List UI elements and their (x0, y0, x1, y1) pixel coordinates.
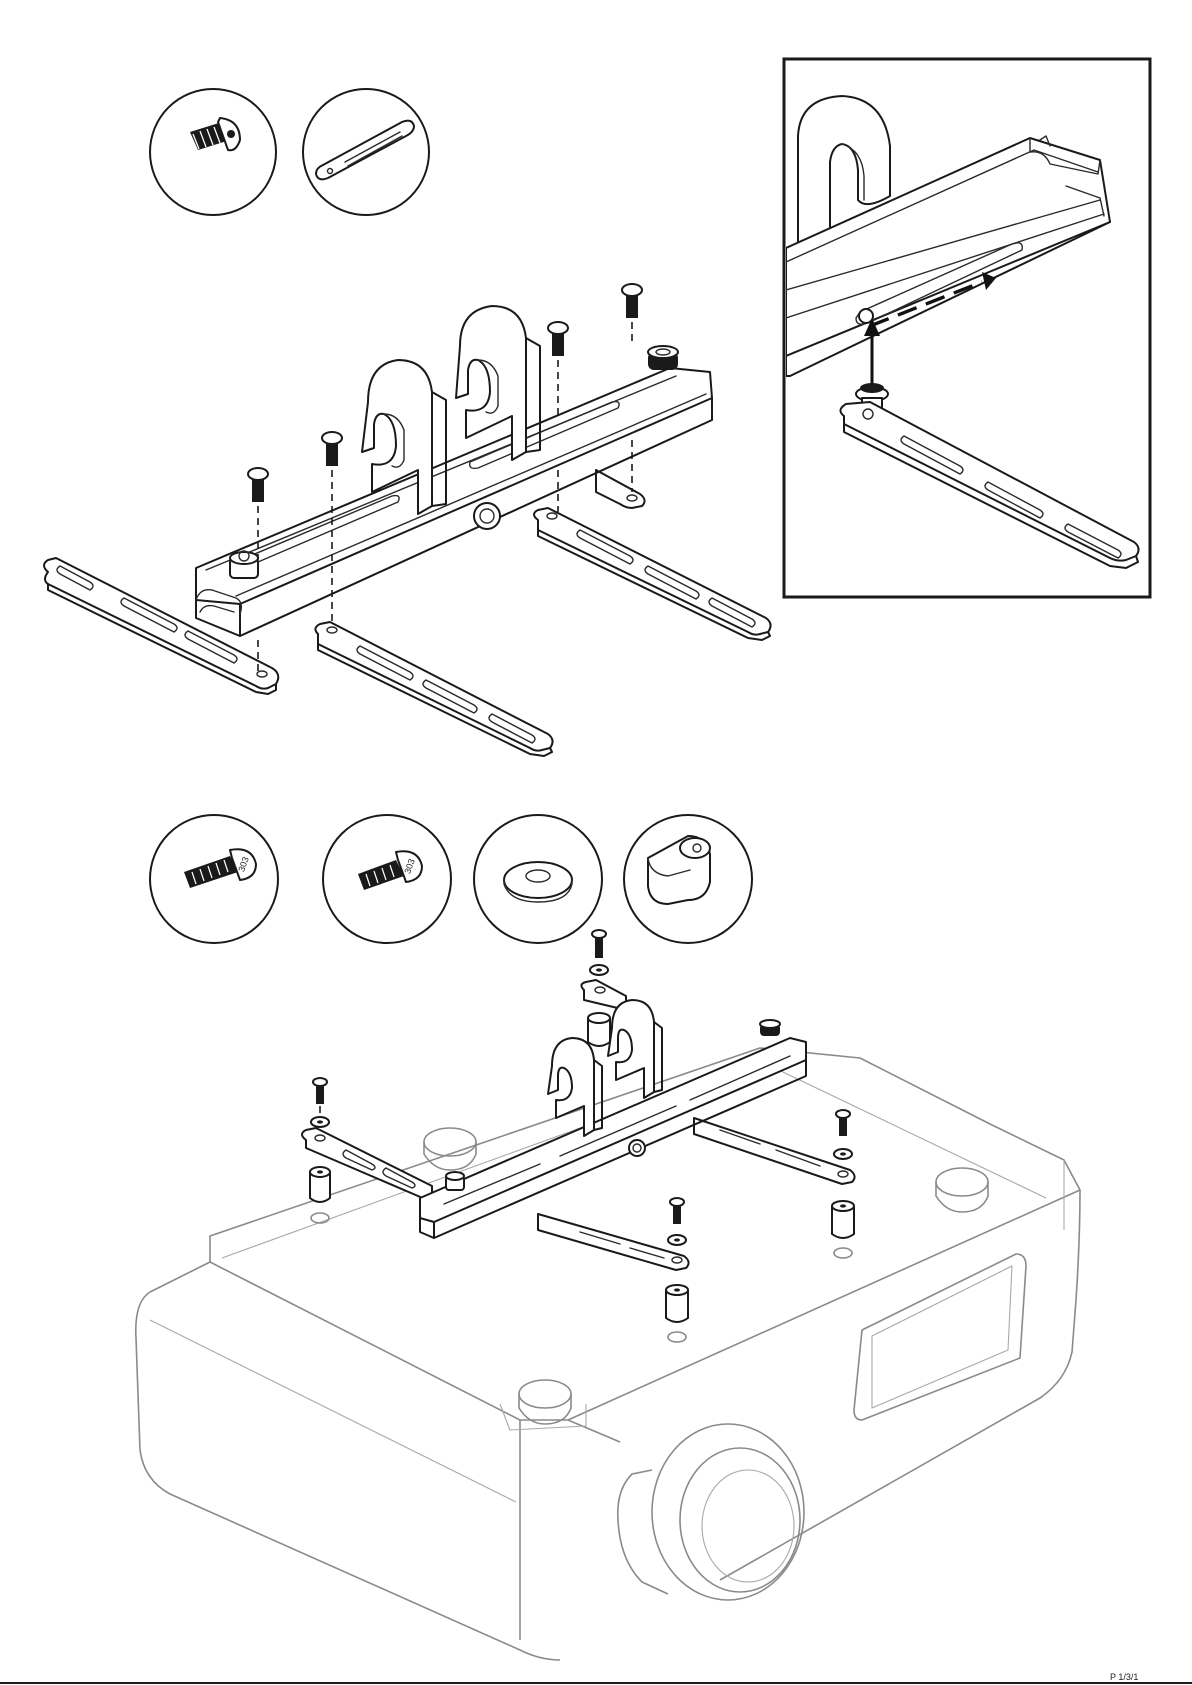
step1-parts (150, 89, 429, 215)
step2-assembly (136, 930, 1080, 1660)
socket-head-bolt-icon (190, 118, 240, 150)
part-callout-arm (303, 89, 429, 215)
flat-washer-icon (504, 862, 572, 902)
corner-text: P 1/3/1 (1110, 1672, 1138, 1682)
spacer-2 (666, 1285, 688, 1322)
step2-hook-left (548, 1038, 602, 1136)
spacer-3 (832, 1201, 854, 1238)
projector-foot-rear-left (424, 1128, 476, 1170)
projector-mount-hole-1 (311, 1213, 329, 1223)
footer: P 1/3/1 (0, 1672, 1192, 1683)
part-callout-washer (474, 815, 602, 943)
part-callout-screw-long: 303 (150, 815, 278, 943)
step2-screw-2 (668, 1198, 686, 1245)
step2-screw-4 (590, 930, 608, 975)
spacer-4 (588, 1013, 610, 1046)
spacer-icon (648, 836, 710, 904)
part-callout-spacer (624, 815, 752, 943)
part-callout-screw-short: 303 (323, 815, 451, 943)
projector-mount-hole-2 (668, 1332, 686, 1342)
slotted-bracket-arm-icon (316, 121, 414, 180)
detail-inset (784, 59, 1150, 597)
step1-assembly (44, 284, 771, 756)
step2-arm-front (538, 1214, 689, 1270)
step2-arm-right (694, 1118, 855, 1184)
part-callout-bolt (150, 89, 276, 215)
step2-screw-3 (834, 1110, 852, 1159)
step2-parts: 303 303 (150, 815, 752, 943)
step2-screw-1 (311, 1078, 329, 1127)
projector-foot-rear-right (936, 1168, 988, 1212)
step2-hook-right (608, 1000, 662, 1098)
spacer-1 (310, 1167, 330, 1202)
projector-lens (618, 1424, 804, 1600)
bracket-arm-right (534, 508, 771, 640)
bracket-arm-rear (596, 470, 645, 508)
pan-head-screw-short-icon: 303 (358, 851, 422, 890)
bracket-arm-front (315, 622, 552, 756)
projector-mount-hole-3 (834, 1248, 852, 1258)
pan-head-screw-long-icon: 303 (184, 849, 256, 888)
